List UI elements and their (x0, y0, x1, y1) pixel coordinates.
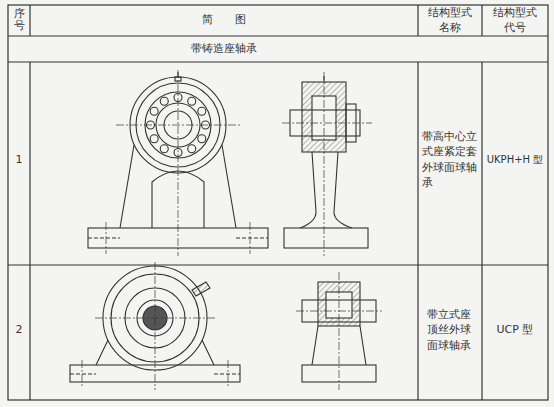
ukph-front-view (88, 70, 268, 256)
structure-code: UKPH+H 型 (487, 153, 544, 167)
header-cell: 序号 (14, 8, 25, 32)
section-heading: 带铸造座轴承 (191, 41, 257, 56)
header-cell: 结构型式名称 (426, 5, 474, 36)
row-number: 1 (16, 152, 23, 167)
table-grid (8, 5, 548, 400)
structure-name: 带高中心立式座紧定套外球面球轴承 (422, 129, 479, 191)
row-number: 2 (16, 322, 23, 337)
header-cell: 简 图 (202, 12, 246, 27)
ucp-front-view (70, 262, 240, 390)
ukph-side-view (282, 72, 372, 256)
structure-name: 带立式座顶丝外球面球轴承 (427, 307, 473, 353)
header-cell: 结构型式代号 (491, 5, 539, 36)
structure-code: UCP 型 (497, 322, 534, 337)
ucp-side-view (296, 272, 382, 390)
